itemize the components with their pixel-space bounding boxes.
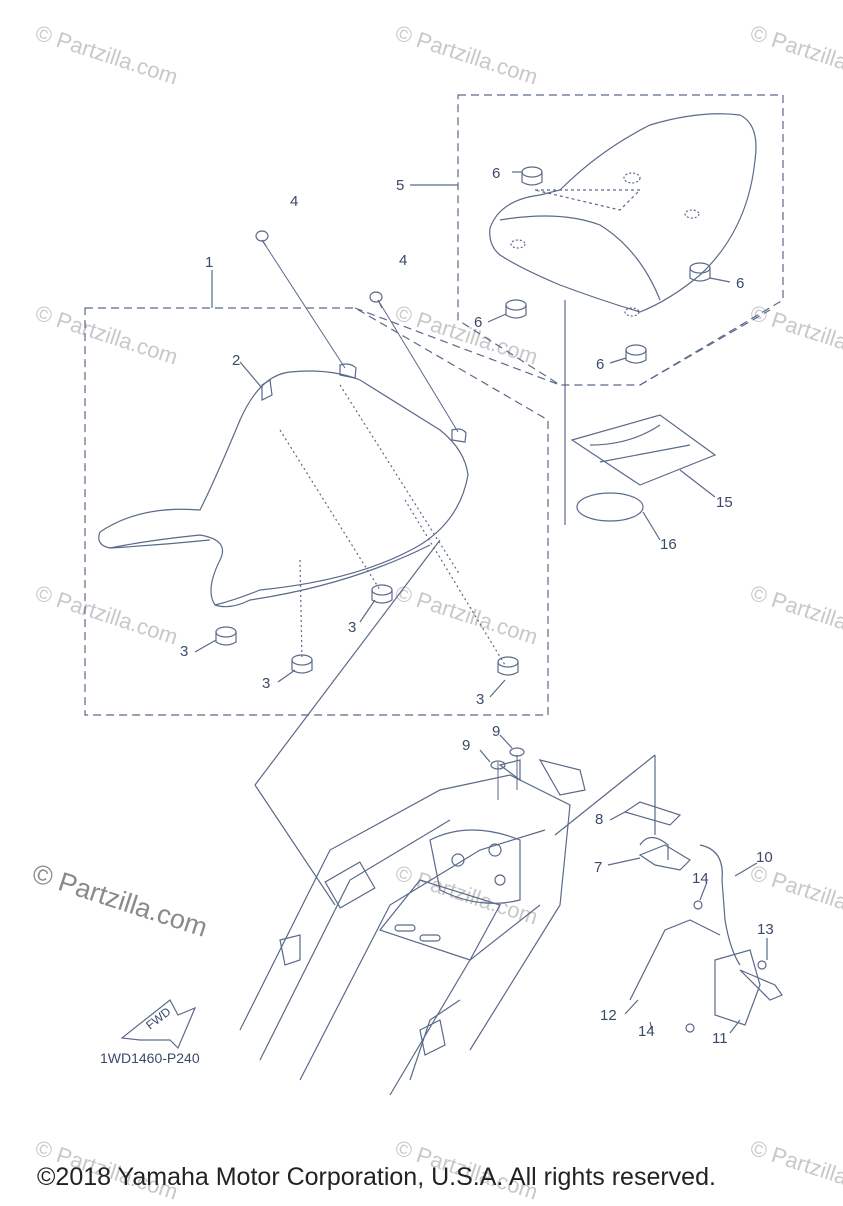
fwd-arrow-icon <box>120 999 197 1050</box>
bag-part-15 <box>570 414 717 486</box>
diagram-code: 1WD1460-P240 <box>100 1050 200 1066</box>
callout-4: 4 <box>290 193 299 210</box>
damper-part-3 <box>215 584 519 676</box>
callout-8: 8 <box>595 811 604 828</box>
bolt-part-4a <box>255 230 269 247</box>
band-part-16 <box>576 492 644 522</box>
callout-12: 12 <box>600 1007 617 1024</box>
callout-9: 9 <box>492 723 501 740</box>
callout-11: 11 <box>712 1030 728 1047</box>
callout-15: 15 <box>716 494 733 511</box>
copyright-notice: ©2018 Yamaha Motor Corporation, U.S.A. A… <box>37 1163 716 1191</box>
callout-3: 3 <box>262 675 271 692</box>
callout-9: 9 <box>462 737 471 754</box>
bracket-part-7 <box>638 844 691 871</box>
rear-seat-cowl <box>489 113 757 317</box>
callout-2: 2 <box>232 352 241 369</box>
callout-3: 3 <box>476 691 485 708</box>
cable-part-10 <box>699 844 741 966</box>
bolt-part-4b <box>369 291 383 309</box>
fwd-label: FWD <box>143 1004 173 1032</box>
callout-3: 3 <box>180 643 189 660</box>
callout-16: 16 <box>660 536 677 553</box>
front-seat <box>98 363 469 608</box>
callout-14: 14 <box>692 870 709 887</box>
lock-part-11 <box>714 949 761 1026</box>
callout-6: 6 <box>596 356 605 373</box>
callout-1: 1 <box>205 254 214 271</box>
callout-14: 14 <box>638 1023 655 1040</box>
front-seat-group-box <box>84 307 549 716</box>
callout-7: 7 <box>594 859 603 876</box>
callout-5: 5 <box>396 177 405 194</box>
callout-10: 10 <box>756 849 773 866</box>
rear-frame <box>239 759 586 1096</box>
damper-part-6 <box>505 166 711 364</box>
callout-6: 6 <box>492 165 501 182</box>
plate-part-8 <box>623 801 682 826</box>
callout-4: 4 <box>399 252 408 269</box>
callout-6: 6 <box>474 314 483 331</box>
rod-part-12 <box>629 919 721 1001</box>
callout-13: 13 <box>757 921 774 938</box>
callout-6: 6 <box>736 275 745 292</box>
callout-3: 3 <box>348 619 357 636</box>
